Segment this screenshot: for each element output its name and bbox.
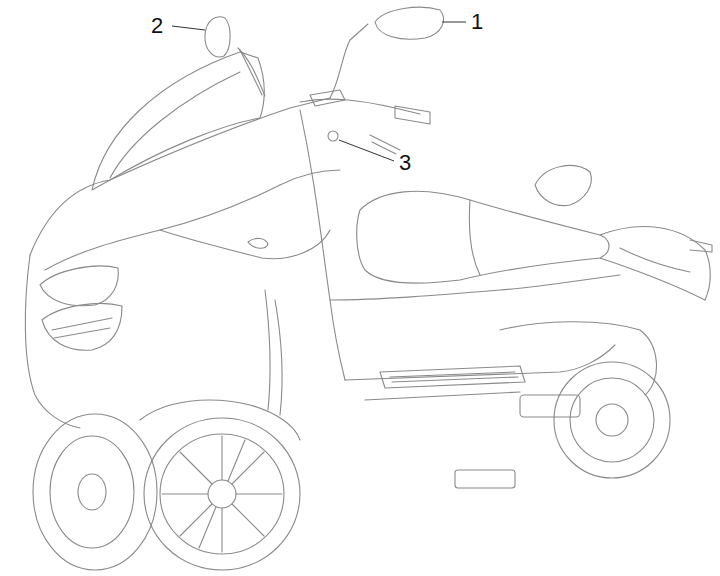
callout-number: 3 — [398, 152, 412, 174]
callout-number: 1 — [470, 11, 484, 33]
callout-number: 2 — [150, 15, 164, 37]
